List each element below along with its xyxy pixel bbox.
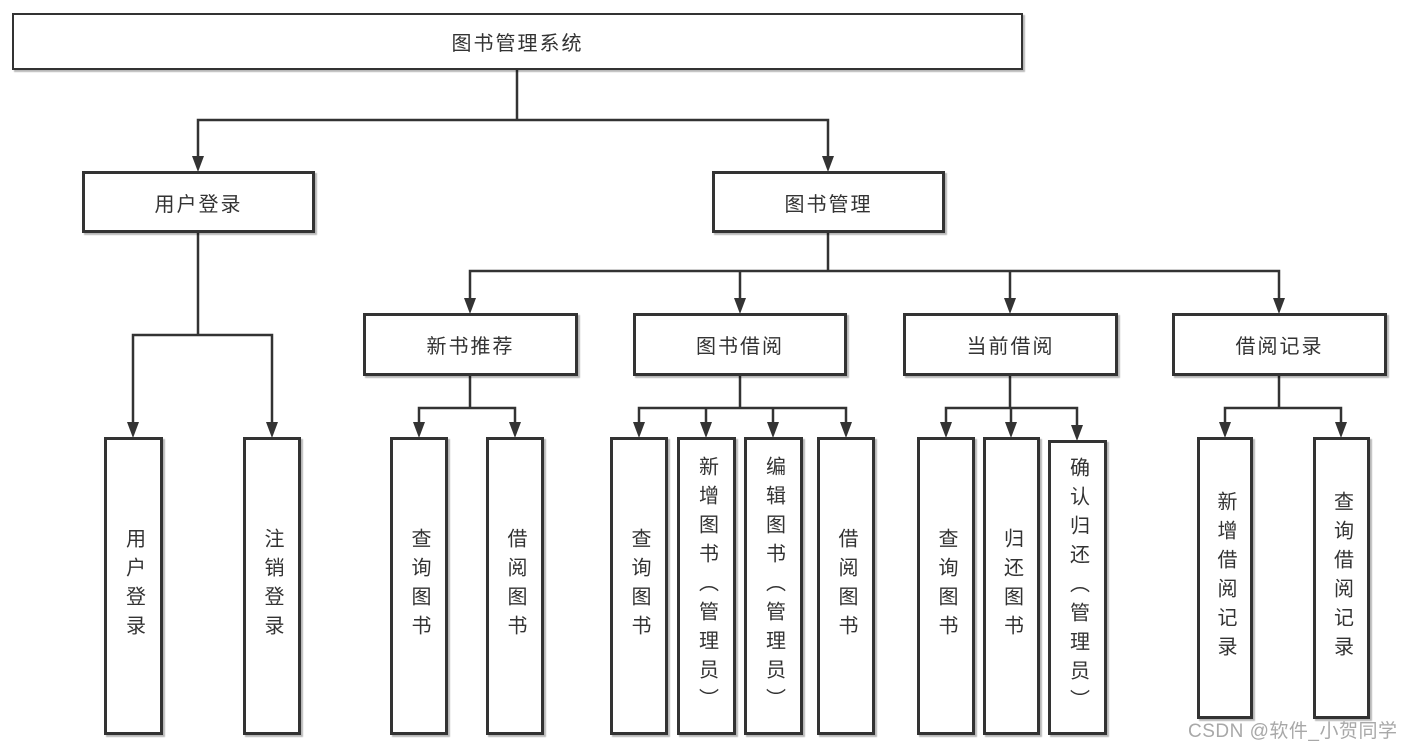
node-current-borrowing: 当前借阅 xyxy=(903,313,1118,376)
node-label: 编辑图书（管理员） xyxy=(762,455,785,717)
node-add-book-admin: 新增图书（管理员） xyxy=(677,437,736,735)
node-label: 借阅图书 xyxy=(835,528,857,644)
node-borrowing-records: 借阅记录 xyxy=(1172,313,1387,376)
node-label: 新书推荐 xyxy=(426,336,515,358)
node-book-management-branch: 图书管理 xyxy=(712,171,945,233)
node-label: 确认归还（管理员） xyxy=(1066,457,1089,718)
node-label: 借阅图书 xyxy=(504,528,526,644)
node-label: 图书管理 xyxy=(784,193,873,216)
node-label: 查询图书 xyxy=(628,528,650,644)
node-edit-book-admin: 编辑图书（管理员） xyxy=(744,437,803,735)
node-label: 图书管理系统 xyxy=(451,33,584,55)
node-user-login: 用户登录 xyxy=(104,437,163,735)
watermark-text: CSDN @软件_小贺同学 xyxy=(1188,721,1398,742)
node-query-books-1: 查询图书 xyxy=(390,437,448,735)
node-book-borrowing: 图书借阅 xyxy=(633,313,847,376)
node-library-management-system: 图书管理系统 xyxy=(12,13,1023,70)
node-query-books-2: 查询图书 xyxy=(610,437,668,735)
node-query-borrow-record: 查询借阅记录 xyxy=(1313,437,1370,719)
node-confirm-return-admin: 确认归还（管理员） xyxy=(1048,440,1107,735)
node-add-borrow-record: 新增借阅记录 xyxy=(1197,437,1253,719)
node-user-login-branch: 用户登录 xyxy=(82,171,315,233)
node-borrow-books-1: 借阅图书 xyxy=(486,437,544,735)
node-label: 用户登录 xyxy=(154,193,243,216)
node-label: 归还图书 xyxy=(1000,528,1023,644)
node-label: 当前借阅 xyxy=(966,336,1055,358)
node-label: 查询借阅记录 xyxy=(1330,491,1353,665)
node-label: 借阅记录 xyxy=(1235,336,1324,358)
node-logout: 注销登录 xyxy=(243,437,301,735)
node-borrow-books-2: 借阅图书 xyxy=(817,437,875,735)
node-label: 新增图书（管理员） xyxy=(695,455,718,717)
node-query-books-3: 查询图书 xyxy=(917,437,975,735)
node-return-books: 归还图书 xyxy=(983,437,1040,735)
node-label: 查询图书 xyxy=(935,528,957,644)
node-label: 图书借阅 xyxy=(696,336,784,358)
node-label: 查询图书 xyxy=(408,528,430,644)
node-label: 注销登录 xyxy=(261,528,283,644)
node-label: 新增借阅记录 xyxy=(1214,491,1236,665)
node-label: 用户登录 xyxy=(122,528,145,644)
node-new-book-recommend: 新书推荐 xyxy=(363,313,578,376)
